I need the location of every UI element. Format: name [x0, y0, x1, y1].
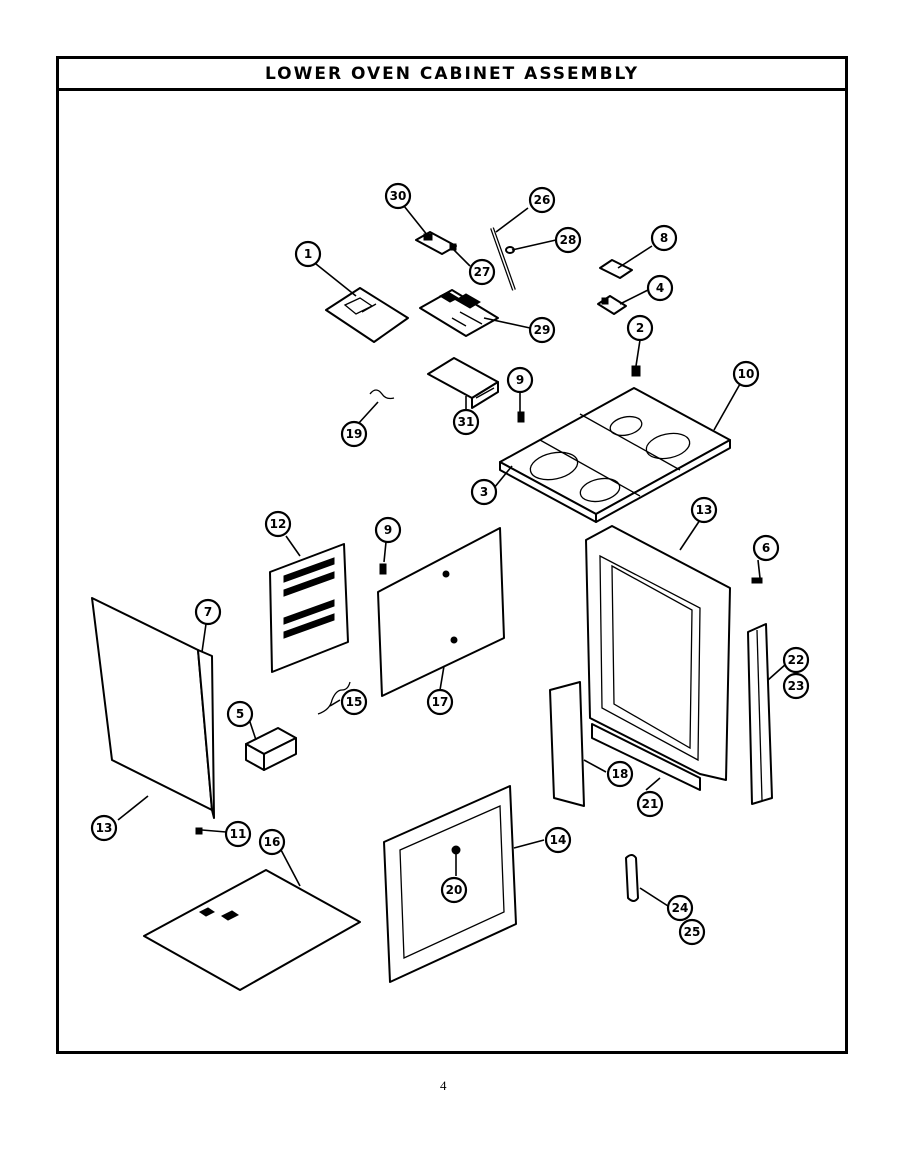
callout-12-label: 12 [270, 517, 287, 531]
diagram-frame: LOWER OVEN CABINET ASSEMBLY [56, 56, 848, 1054]
part-26-rod [490, 227, 516, 291]
part-18-narrow-panel [549, 681, 585, 807]
callout-26: 26 [528, 186, 556, 214]
part-29-control-assembly [419, 289, 499, 337]
callout-16: 16 [258, 828, 286, 856]
callout-23-label: 23 [788, 679, 805, 693]
callout-4: 4 [646, 274, 674, 302]
part-9-screw-upper [517, 411, 525, 423]
callout-6-label: 6 [762, 541, 770, 555]
callout-31-label: 31 [458, 415, 475, 429]
callout-13-upper: 13 [690, 496, 718, 524]
callout-18-label: 18 [612, 767, 629, 781]
callout-3-label: 3 [480, 485, 488, 499]
part-13-side-panel-left [91, 597, 215, 819]
callout-21-label: 21 [642, 797, 659, 811]
part-6-screw [751, 577, 763, 584]
part-12-back-bracket [269, 543, 349, 673]
callout-5: 5 [226, 700, 254, 728]
callout-2-label: 2 [636, 321, 644, 335]
part-5-block [245, 727, 297, 771]
callout-28-label: 28 [560, 233, 577, 247]
part-22-side-trim [747, 623, 773, 805]
callout-23: 23 [782, 672, 810, 700]
callout-17-label: 17 [432, 695, 449, 709]
callout-16-label: 16 [264, 835, 281, 849]
callout-9-upper-label: 9 [516, 373, 524, 387]
callout-19-label: 19 [346, 427, 363, 441]
callout-7-label: 7 [204, 605, 212, 619]
callout-29-label: 29 [534, 323, 551, 337]
part-9-screw-lower [379, 563, 387, 575]
part-15-wire-harness [317, 681, 351, 715]
callout-25-label: 25 [684, 925, 701, 939]
part-2-knob [631, 365, 641, 377]
callout-25: 25 [678, 918, 706, 946]
callout-1: 1 [294, 240, 322, 268]
callout-5-label: 5 [236, 707, 244, 721]
callout-15: 15 [340, 688, 368, 716]
diagram-title: LOWER OVEN CABINET ASSEMBLY [264, 63, 640, 84]
callout-4-label: 4 [656, 281, 664, 295]
title-bar: LOWER OVEN CABINET ASSEMBLY [59, 59, 845, 91]
callout-30: 30 [384, 182, 412, 210]
callout-30-label: 30 [390, 189, 407, 203]
part-8-small-plate [599, 259, 633, 279]
callout-14-label: 14 [550, 833, 567, 847]
callout-9-upper: 9 [506, 366, 534, 394]
callout-11-label: 11 [230, 827, 247, 841]
callout-10: 10 [732, 360, 760, 388]
part-17-panel [377, 527, 505, 697]
callout-14: 14 [544, 826, 572, 854]
callout-13-lower: 13 [90, 814, 118, 842]
callout-13-lower-label: 13 [96, 821, 113, 835]
part-30-27-switch [415, 231, 457, 255]
callout-7: 7 [194, 598, 222, 626]
callout-2: 2 [626, 314, 654, 342]
part-16-bottom-panel [143, 869, 361, 991]
callout-12: 12 [264, 510, 292, 538]
callout-21: 21 [636, 790, 664, 818]
callout-24: 24 [666, 894, 694, 922]
leader-lines [117, 205, 787, 907]
part-11-screw [195, 827, 203, 835]
callout-27: 27 [468, 258, 496, 286]
callout-6: 6 [752, 534, 780, 562]
part-13-door-frame [585, 525, 731, 791]
callout-27-label: 27 [474, 265, 491, 279]
callout-31: 31 [452, 408, 480, 436]
callout-19: 19 [340, 420, 368, 448]
callout-8: 8 [650, 224, 678, 252]
part-4-bracket [597, 295, 627, 315]
callout-28: 28 [554, 226, 582, 254]
callout-20: 20 [440, 876, 468, 904]
callout-24-label: 24 [672, 901, 689, 915]
callout-22: 22 [782, 646, 810, 674]
callout-15-label: 15 [346, 695, 363, 709]
part-19-wire-clip [369, 389, 395, 400]
callout-20-label: 20 [446, 883, 463, 897]
callout-9-lower: 9 [374, 516, 402, 544]
callout-1-label: 1 [304, 247, 312, 261]
callout-11: 11 [224, 820, 252, 848]
callout-17: 17 [426, 688, 454, 716]
callout-3: 3 [470, 478, 498, 506]
part-31-box-bracket [427, 357, 499, 409]
callout-13-upper-label: 13 [696, 503, 713, 517]
callout-26-label: 26 [534, 193, 551, 207]
part-10-top-panel [499, 387, 731, 523]
callout-18: 18 [606, 760, 634, 788]
page-number: 4 [440, 1078, 447, 1093]
callout-8-label: 8 [660, 231, 668, 245]
callout-10-label: 10 [738, 367, 755, 381]
callout-9-lower-label: 9 [384, 523, 392, 537]
part-24-handle-clip [625, 854, 639, 902]
callout-22-label: 22 [788, 653, 805, 667]
part-1-plate [325, 287, 409, 343]
callout-29: 29 [528, 316, 556, 344]
